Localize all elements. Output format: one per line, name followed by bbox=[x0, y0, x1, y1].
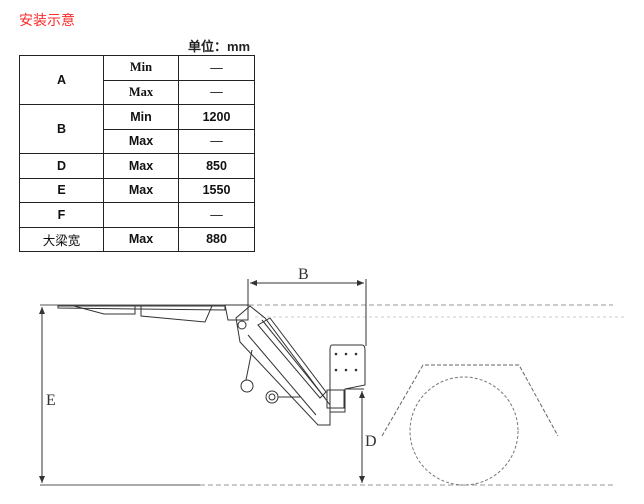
row-value: — bbox=[178, 55, 255, 81]
value-text: 850 bbox=[206, 158, 227, 173]
dimension-e-label: E bbox=[46, 392, 56, 409]
wheel-icon bbox=[409, 376, 519, 486]
table-row: A Min — bbox=[19, 55, 255, 105]
arm-drawing bbox=[235, 305, 331, 426]
dimension-d-label: D bbox=[365, 433, 377, 450]
table-row: 大梁宽 Max 880 bbox=[19, 226, 255, 252]
platform-drawing bbox=[57, 304, 249, 330]
table-row: Max — bbox=[20, 79, 255, 105]
row-type: Max bbox=[103, 153, 179, 179]
row-value: 1200 bbox=[178, 104, 255, 130]
row-label: E bbox=[19, 177, 104, 203]
row-type bbox=[103, 202, 179, 228]
table-row: E Max 1550 bbox=[19, 177, 255, 203]
row-type: Min bbox=[103, 55, 179, 81]
row-type: Min bbox=[103, 104, 179, 130]
page-title: 安装示意 bbox=[19, 12, 75, 28]
table-row: D Max 850 bbox=[19, 153, 255, 179]
row-type: Max bbox=[103, 226, 179, 252]
dimension-table: A Min — Max — B Min 1200 Max — D Max 850… bbox=[19, 55, 255, 252]
row-value: — bbox=[178, 79, 255, 105]
roller-icon bbox=[240, 379, 254, 393]
unit-label: 单位：mm bbox=[188, 39, 251, 54]
roller-icon bbox=[265, 390, 279, 404]
value-text: 880 bbox=[206, 232, 227, 247]
value-text: 1200 bbox=[202, 109, 231, 124]
row-label: A bbox=[19, 55, 104, 105]
value-text: 1550 bbox=[202, 183, 231, 198]
row-type: Max bbox=[103, 79, 179, 105]
wheel-arch bbox=[381, 364, 559, 437]
dimension-b-label: B bbox=[298, 266, 309, 283]
row-value: — bbox=[178, 202, 255, 228]
mount-plate-drawing bbox=[326, 344, 366, 413]
row-value: 880 bbox=[178, 226, 255, 252]
row-label: B bbox=[19, 104, 104, 154]
table-row: B Min 1200 bbox=[19, 104, 255, 154]
